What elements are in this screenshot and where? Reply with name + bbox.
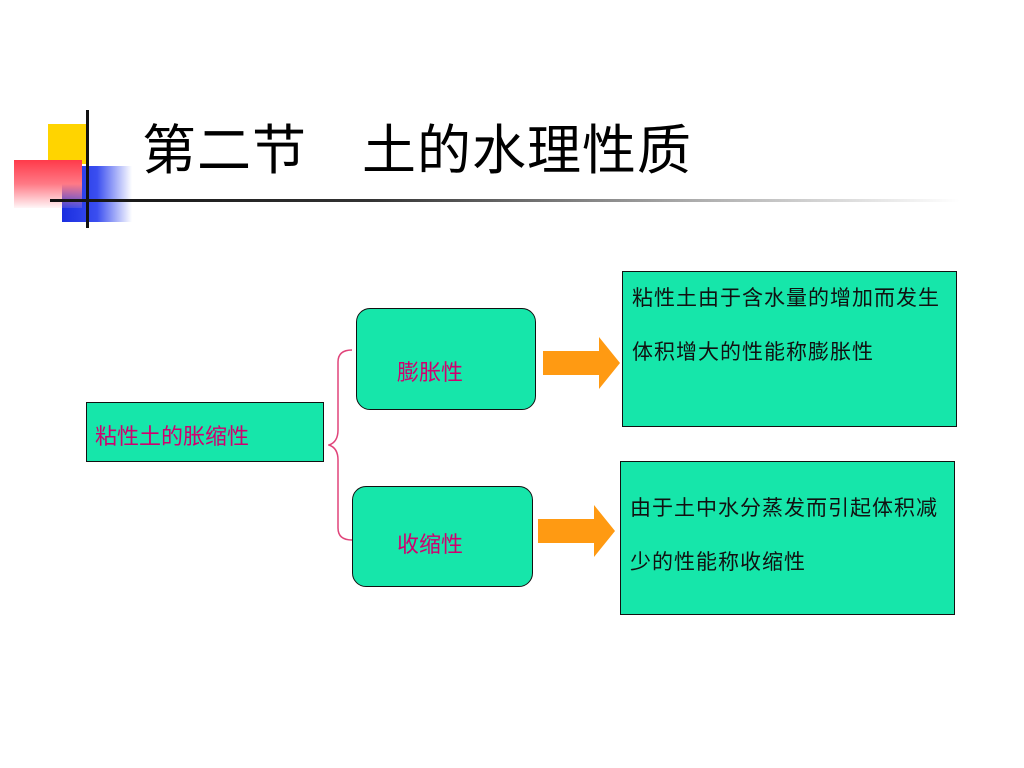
swelling-definition-box: 粘性土由于含水量的增加而发生体积增大的性能称膨胀性 — [622, 271, 957, 427]
shrinkage-node: 收缩性 — [352, 486, 533, 587]
title-underline — [50, 199, 960, 202]
shrinkage-node-label: 收缩性 — [397, 533, 464, 558]
shrinkage-definition-text: 由于土中水分蒸发而引起体积减少的性能称收缩性 — [630, 496, 938, 574]
swelling-definition-text: 粘性土由于含水量的增加而发生体积增大的性能称膨胀性 — [632, 286, 940, 364]
swelling-node: 膨胀性 — [356, 308, 536, 410]
curly-brace-connector — [328, 349, 353, 541]
shrinkage-definition-box: 由于土中水分蒸发而引起体积减少的性能称收缩性 — [620, 461, 955, 615]
root-node-label: 粘性土的胀缩性 — [95, 425, 250, 450]
yellow-square-decoration — [48, 124, 88, 164]
swelling-node-label: 膨胀性 — [397, 361, 464, 386]
root-node: 粘性土的胀缩性 — [86, 402, 324, 462]
vertical-rule — [86, 110, 89, 228]
right-arrow-icon — [543, 337, 620, 389]
page-title: 第二节 土的水理性质 — [142, 119, 692, 182]
right-arrow-icon — [538, 505, 615, 557]
